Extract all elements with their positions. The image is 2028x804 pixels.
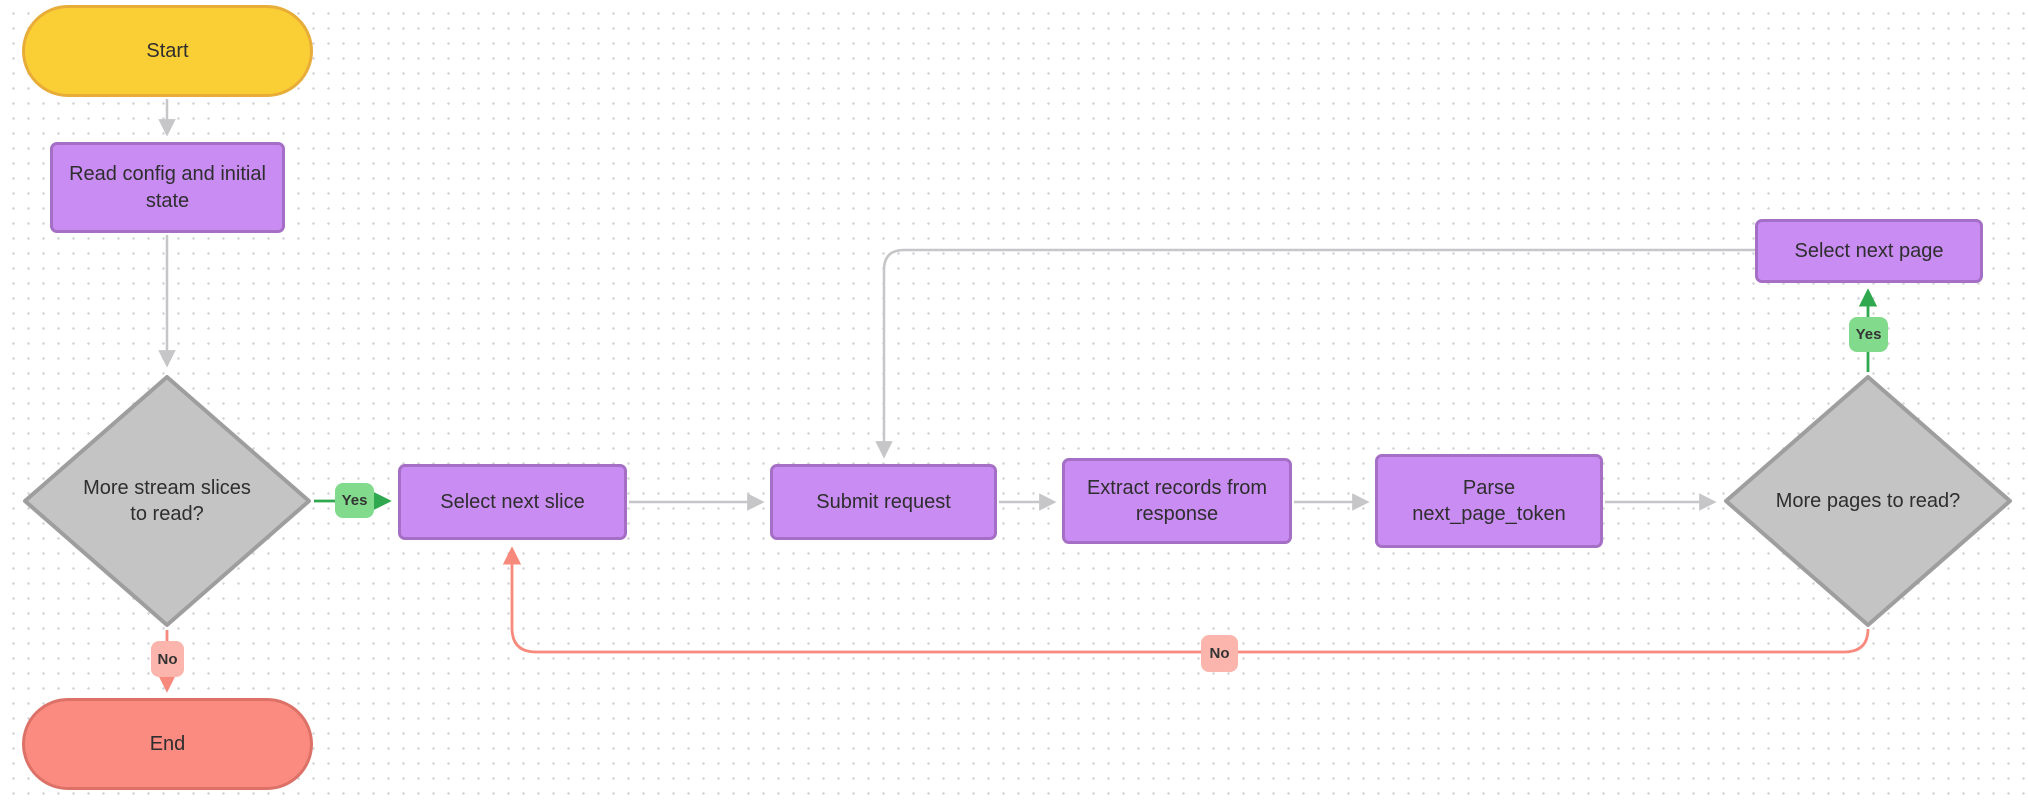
- diamond-polygon: [1724, 375, 2012, 627]
- node-parse-token-label: Parse next_page_token: [1412, 476, 1566, 525]
- edge-label-yes-pages[interactable]: Yes: [1849, 317, 1888, 352]
- node-extract-records-label: Extract records from response: [1086, 476, 1268, 525]
- node-more-slices-label: More stream slices to read?: [83, 476, 251, 525]
- node-extract-records[interactable]: Extract records from response: [1062, 458, 1292, 544]
- node-start-label: Start: [146, 39, 189, 62]
- node-parse-token[interactable]: Parse next_page_token: [1375, 454, 1603, 548]
- edge-label-text: Yes: [1855, 326, 1882, 343]
- edge-label-no-pages[interactable]: No: [1201, 635, 1238, 672]
- diamond-polygon: [23, 375, 311, 627]
- node-more-pages-label: More pages to read?: [1775, 489, 1961, 512]
- node-submit-request[interactable]: Submit request: [770, 464, 997, 540]
- edge-label-text: No: [157, 650, 178, 668]
- edge-label-no-slices[interactable]: No: [151, 641, 184, 677]
- node-end-label: End: [149, 732, 186, 755]
- edge-label-text: Yes: [341, 492, 368, 509]
- node-select-next-slice-label: Select next slice: [440, 490, 585, 513]
- node-read-config-label: Read config and initial state: [69, 163, 266, 212]
- node-select-next-page-label: Select next page: [1794, 239, 1944, 262]
- node-start[interactable]: Start: [22, 5, 313, 97]
- node-more-pages-decision[interactable]: More pages to read?: [1722, 373, 2014, 629]
- edge-label-yes-slices[interactable]: Yes: [335, 483, 374, 518]
- node-select-next-slice[interactable]: Select next slice: [398, 464, 627, 540]
- node-read-config[interactable]: Read config and initial state: [50, 142, 285, 233]
- diamond-shape: [23, 375, 311, 627]
- diamond-shape: [1724, 375, 2012, 627]
- node-submit-request-label: Submit request: [816, 490, 951, 513]
- node-more-slices-decision[interactable]: More stream slices to read?: [21, 373, 313, 629]
- node-end[interactable]: End: [22, 698, 313, 790]
- edge-more-pages-no: [502, 546, 1870, 654]
- edge-select-page-to-submit: [875, 248, 1755, 459]
- edge-label-text: No: [1209, 645, 1230, 662]
- node-select-next-page[interactable]: Select next page: [1755, 219, 1983, 283]
